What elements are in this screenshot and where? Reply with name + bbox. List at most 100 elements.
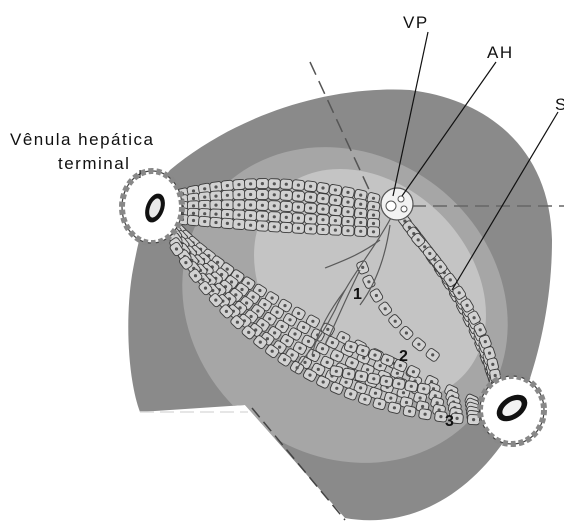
hepatocyte-nucleus (271, 350, 274, 353)
hepatocyte-nucleus (394, 320, 397, 323)
hepatocyte-nucleus (405, 331, 408, 334)
hepatocyte-nucleus (334, 219, 337, 222)
hepatocyte-nucleus (433, 258, 436, 261)
hepatocyte-nucleus (297, 206, 300, 209)
hepatocyte-nucleus (273, 331, 276, 334)
hepatocyte-nucleus (346, 229, 349, 232)
hepatocyte-nucleus (359, 212, 362, 215)
hepatocyte-nucleus (372, 214, 375, 217)
hepatocyte-nucleus (335, 387, 338, 390)
hepatocyte-nucleus (439, 265, 442, 268)
hepatocyte-nucleus (410, 385, 413, 388)
hepatocyte-nucleus (359, 386, 362, 389)
hepatocyte-nucleus (321, 218, 324, 221)
label-vp: VP (403, 13, 429, 32)
hepatocyte-nucleus (203, 220, 206, 223)
hepatocyte-nucleus (417, 343, 420, 346)
hepatocyte-nucleus (346, 210, 349, 213)
hepatocyte-nucleus (331, 341, 334, 344)
hepatocyte-nucleus (256, 309, 259, 312)
hepatocyte-nucleus (203, 204, 206, 207)
hepatocyte-nucleus (291, 353, 294, 356)
hepatocyte-nucleus (226, 184, 229, 187)
portal-triad (381, 188, 413, 220)
hepatocyte-nucleus (268, 317, 271, 320)
label-zone-1: 1 (353, 286, 362, 303)
hepatocyte-nucleus (363, 398, 366, 401)
hepatocyte-nucleus (326, 361, 329, 364)
hepatocyte-nucleus (346, 191, 349, 194)
hepatocyte-nucleus (261, 224, 264, 227)
label-zone-3: 3 (445, 413, 454, 430)
hepatocyte-nucleus (346, 220, 349, 223)
hepatocyte-nucleus (322, 380, 325, 383)
hepatocyte-nucleus (424, 413, 427, 416)
hepatocyte-nucleus (334, 188, 337, 191)
hepatocyte-nucleus (226, 203, 229, 206)
hepatocyte-nucleus (321, 186, 324, 189)
label-venula-line1: Vênula hepática (10, 130, 154, 149)
hepatocyte-nucleus (345, 381, 348, 384)
hepatocyte-nucleus (335, 354, 338, 357)
hepatocyte-nucleus (192, 204, 195, 207)
hepatocyte-nucleus (361, 349, 364, 352)
hepatocyte-nucleus (278, 346, 281, 349)
hepatocyte-nucleus (214, 213, 217, 216)
hepatocyte-nucleus (307, 340, 310, 343)
hepatocyte-nucleus (266, 337, 269, 340)
hepatocyte-nucleus (192, 212, 195, 215)
hepatocyte-nucleus (249, 193, 252, 196)
hepatocyte-nucleus (367, 280, 370, 283)
hepatocyte-nucleus (194, 274, 197, 277)
hepatocyte-nucleus (374, 392, 377, 395)
hepatocyte-nucleus (342, 336, 345, 339)
hepatocyte-nucleus (261, 323, 264, 326)
hepatocyte-nucleus (408, 410, 411, 413)
hepatocyte-nucleus (397, 382, 400, 385)
hepatocyte-nucleus (261, 193, 264, 196)
hepatocyte-nucleus (479, 328, 482, 331)
hepatocyte-nucleus (281, 325, 284, 328)
hepatocyte-nucleus (386, 359, 389, 362)
hepatocyte-nucleus (360, 375, 363, 378)
hepatocyte-nucleus (230, 280, 233, 283)
hepatocyte-nucleus (192, 219, 195, 222)
hepatocyte-nucleus (273, 225, 276, 228)
hepatocyte-nucleus (203, 212, 206, 215)
hepatocyte-nucleus (297, 312, 300, 315)
hepatocyte-nucleus (335, 370, 338, 373)
hepatocyte-nucleus (366, 368, 369, 371)
hepatocyte-nucleus (484, 340, 487, 343)
hepatocyte-nucleus (247, 282, 250, 285)
hepatocyte-nucleus (234, 293, 237, 296)
hepatocyte-nucleus (466, 304, 469, 307)
hepatocyte-nucleus (271, 296, 274, 299)
hepatocyte-nucleus (309, 196, 312, 199)
hepatocyte-nucleus (349, 345, 352, 348)
hepatocyte-nucleus (428, 252, 431, 255)
hepatocyte-nucleus (237, 213, 240, 216)
hepatocyte-nucleus (175, 247, 178, 250)
hepatocyte-nucleus (431, 353, 434, 356)
hepatocyte-nucleus (393, 406, 396, 409)
hepatocyte-nucleus (283, 358, 286, 361)
hepatocyte-nucleus (285, 205, 288, 208)
hepatocyte-nucleus (402, 391, 405, 394)
hepatocyte-nucleus (423, 245, 426, 248)
hepatocyte-nucleus (308, 374, 311, 377)
hepatocyte-nucleus (373, 354, 376, 357)
hepatocyte-nucleus (412, 370, 415, 373)
hepatocyte-nucleus (214, 204, 217, 207)
hepatocyte-nucleus (276, 311, 279, 314)
hepatocyte-nucleus (346, 201, 349, 204)
hepatocyte-nucleus (252, 296, 255, 299)
hepatocyte-nucleus (317, 368, 320, 371)
hepatocyte-nucleus (473, 316, 476, 319)
hepatocyte-nucleus (261, 182, 264, 185)
hepatocyte-nucleus (302, 326, 305, 329)
hepatocyte-nucleus (405, 401, 408, 404)
hepatocyte-nucleus (449, 278, 452, 281)
label-s: S (555, 95, 564, 114)
hepatocyte-nucleus (237, 183, 240, 186)
